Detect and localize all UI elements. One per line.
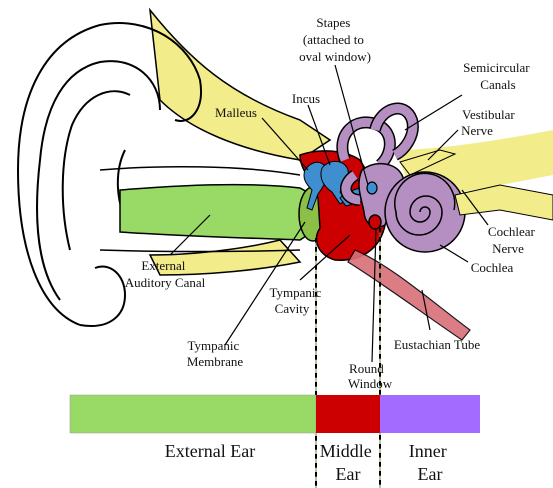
- label-cochlear-nerve-line-2: Nerve: [492, 241, 524, 256]
- leader-tympanic-membrane: [224, 221, 306, 346]
- region-bar-external: [69, 394, 317, 434]
- pinna-lobe: [79, 265, 127, 327]
- label-cochlear-nerve: Cochlear Nerve: [488, 224, 538, 256]
- canal-outer-wall-bottom: [99, 249, 301, 253]
- region-label-middle-line-1: Middle: [320, 441, 372, 461]
- label-vestibular-line-1: Vestibular: [462, 107, 515, 122]
- label-tympanic-cavity: Tympanic Cavity: [269, 285, 324, 316]
- label-semicircular-canals: Semicircular Canals: [463, 60, 533, 92]
- label-round-window: Round Window: [348, 361, 393, 391]
- region-bar-inner: [380, 395, 480, 433]
- pinna-helix: [36, 60, 161, 301]
- label-stapes-line-3: oval window): [299, 49, 371, 64]
- label-semicircular-line-1: Semicircular: [463, 60, 530, 75]
- label-external-auditory-canal: External Auditory Canal: [125, 258, 206, 290]
- label-tympanic-cavity-line-2: Cavity: [275, 301, 310, 316]
- semicircular-canal-2-fill: [370, 104, 418, 160]
- round-window: [368, 214, 382, 230]
- region-label-inner-line-1: Inner: [409, 441, 447, 461]
- label-round-window-line-2: Window: [348, 376, 393, 391]
- label-semicircular-line-2: Canals: [480, 77, 515, 92]
- label-cochlea: Cochlea: [471, 260, 514, 275]
- leader-cochlea: [439, 244, 469, 263]
- leader-tympanic-cavity: [299, 234, 351, 281]
- label-eac-line-2: Auditory Canal: [125, 275, 206, 290]
- temporal-bone-upper: [148, 7, 332, 161]
- label-stapes-line-1: Stapes: [316, 15, 350, 30]
- region-label-middle-line-2: Ear: [336, 464, 361, 484]
- leader-vestibular: [427, 129, 459, 161]
- canal-outer-wall-top: [99, 165, 301, 176]
- region-label-middle-ear: Middle Ear: [320, 441, 377, 484]
- label-stapes-line-2: (attached to: [303, 32, 364, 47]
- leader-cochlear-nerve: [461, 189, 489, 226]
- temporal-bone-lower: [148, 239, 302, 276]
- label-eac-line-1: External: [141, 258, 185, 273]
- label-tympanic-membrane: Tympanic Membrane: [187, 338, 244, 369]
- leader-round-window: [371, 229, 377, 363]
- pinna-outer: [16, 22, 202, 326]
- cochlea: [384, 171, 466, 253]
- cochlear-nerve-tract: [454, 184, 553, 221]
- region-label-inner-line-2: Ear: [418, 464, 443, 484]
- label-incus: Incus: [292, 91, 320, 106]
- label-cochlear-nerve-line-1: Cochlear: [488, 224, 536, 239]
- label-tympanic-cavity-line-1: Tympanic: [269, 285, 321, 300]
- region-label-external-ear: External Ear: [165, 441, 255, 461]
- leader-semicircular: [404, 94, 463, 131]
- label-malleus: Malleus: [215, 105, 257, 120]
- region-bar-middle: [316, 395, 380, 433]
- label-vestibular-line-2: Nerve: [461, 123, 493, 138]
- pinna-antihelix: [61, 90, 131, 251]
- region-label-inner-ear: Inner Ear: [409, 441, 451, 484]
- label-eustachian-tube: Eustachian Tube: [394, 337, 481, 352]
- oval-window: [366, 181, 378, 195]
- leader-lines: [169, 64, 489, 363]
- leader-incus: [307, 104, 331, 166]
- label-tympanic-membrane-line-2: Membrane: [187, 354, 244, 369]
- leader-malleus: [261, 117, 309, 171]
- external-auditory-canal: [119, 183, 319, 241]
- label-round-window-line-1: Round: [349, 361, 384, 376]
- label-vestibular-nerve: Vestibular Nerve: [461, 107, 518, 138]
- vestibular-nerve-tract: [399, 149, 457, 176]
- label-tympanic-membrane-line-1: Tympanic: [187, 338, 239, 353]
- eustachian-tube: [347, 249, 471, 341]
- leader-eustachian: [421, 289, 431, 331]
- leader-stapes: [334, 64, 369, 186]
- label-stapes: Stapes (attached to oval window): [299, 15, 371, 64]
- cochlea-spiral: [393, 172, 456, 236]
- semicircular-canal-3-fill: [341, 171, 361, 205]
- leader-eac: [169, 214, 211, 256]
